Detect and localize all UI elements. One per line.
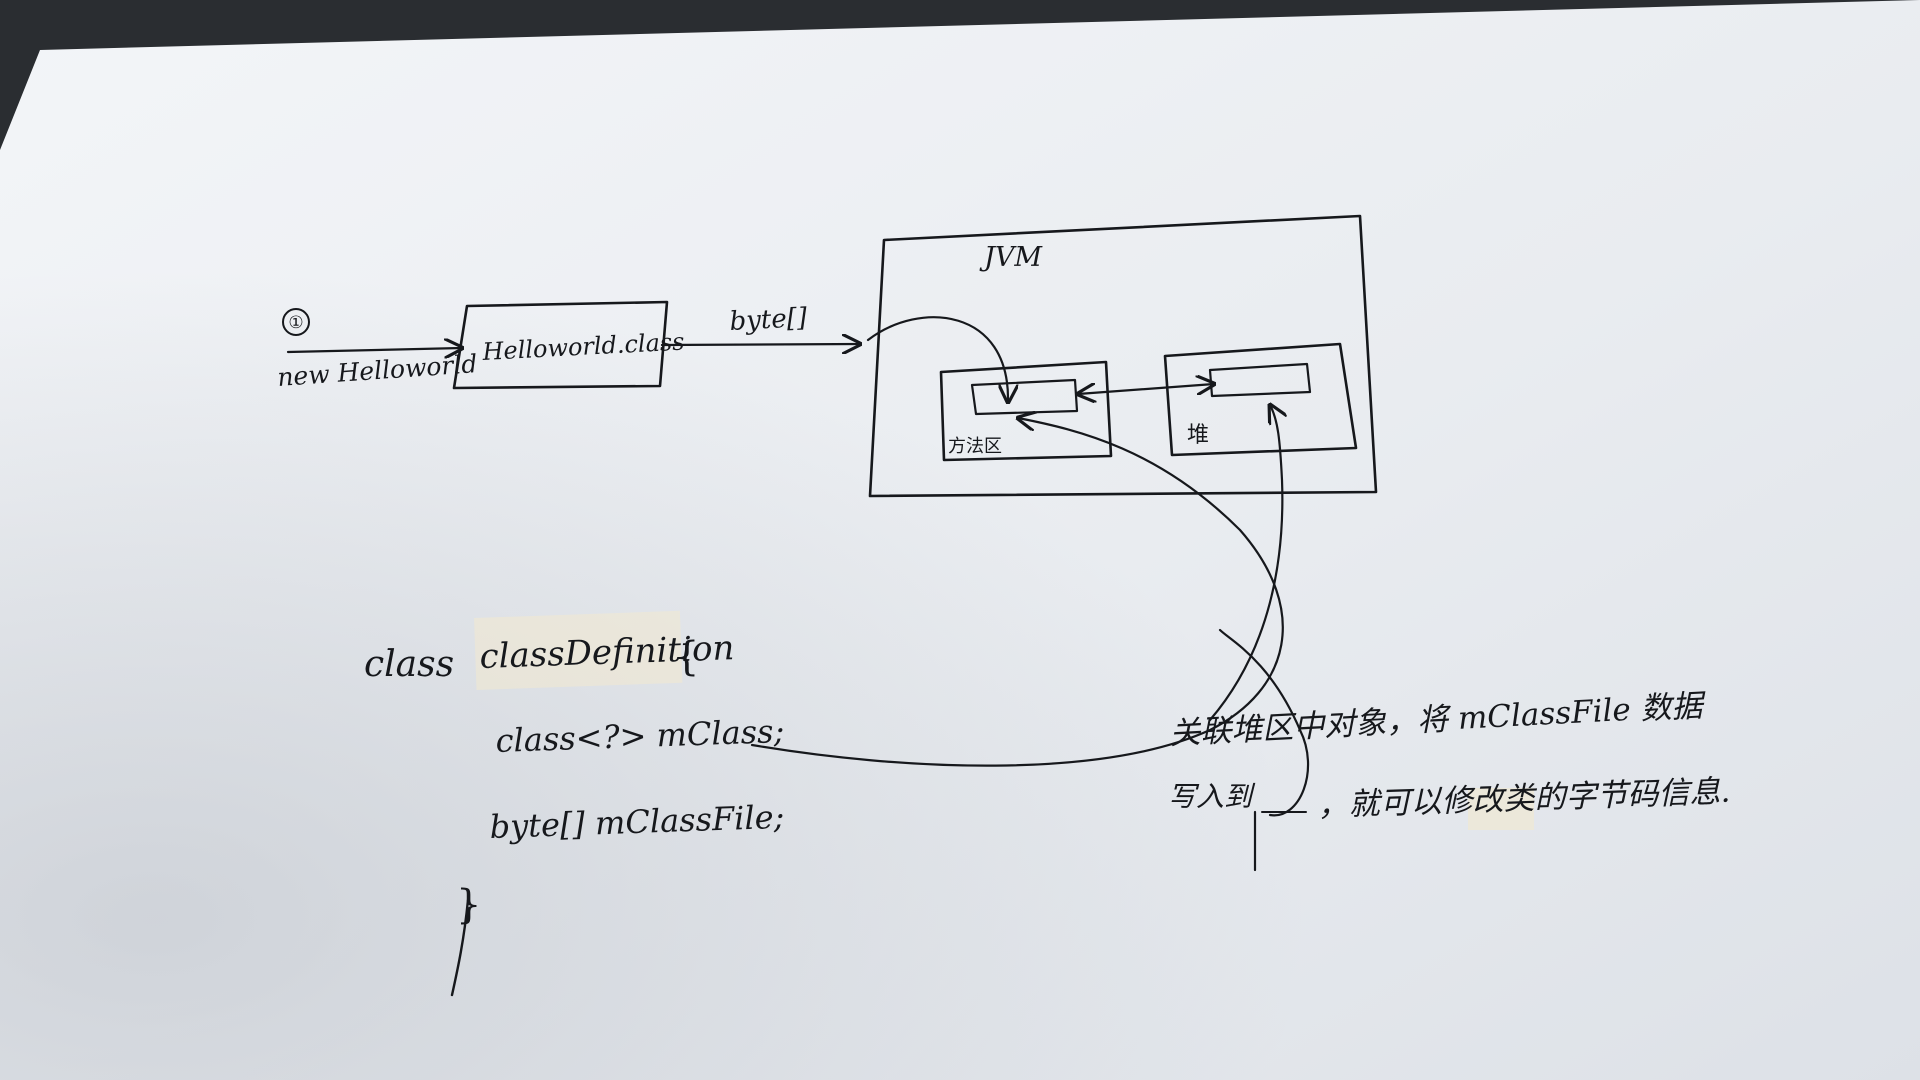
note-highlight — [1468, 788, 1534, 830]
step-one-marker: ① — [282, 308, 310, 336]
jvm-label: JVM — [979, 242, 1043, 273]
code-class-keyword: class — [364, 644, 454, 685]
code-class-name: classDefinition — [479, 628, 735, 677]
code-close-brace: } — [456, 882, 481, 928]
arrow-load-into-method-area — [866, 316, 1008, 402]
code-highlight — [474, 610, 683, 690]
jvm-box: JVM — [868, 214, 1378, 498]
note-line-2-left: 写入到 — [1168, 780, 1256, 813]
method-area-class-slot — [970, 378, 1079, 416]
arrow-note-to-heap — [1218, 628, 1310, 817]
arrow-to-jvm — [660, 344, 860, 345]
arrow-mclass-to-method-area — [750, 418, 1284, 767]
byte-array-label: byte[] — [729, 303, 809, 337]
arrow-up-to-heap-object — [1208, 405, 1282, 722]
arrow-method-area-heap — [1078, 384, 1214, 394]
method-area-label: 方法区 — [948, 436, 1002, 457]
step-number: ① — [288, 313, 303, 333]
heap-box: 堆 — [1163, 342, 1358, 457]
closing-stroke — [450, 898, 470, 997]
heap-label: 堆 — [1187, 423, 1209, 448]
code-open-brace: { — [674, 634, 699, 680]
arrow-to-classfile — [286, 348, 462, 352]
method-area-box: 方法区 — [939, 360, 1113, 462]
